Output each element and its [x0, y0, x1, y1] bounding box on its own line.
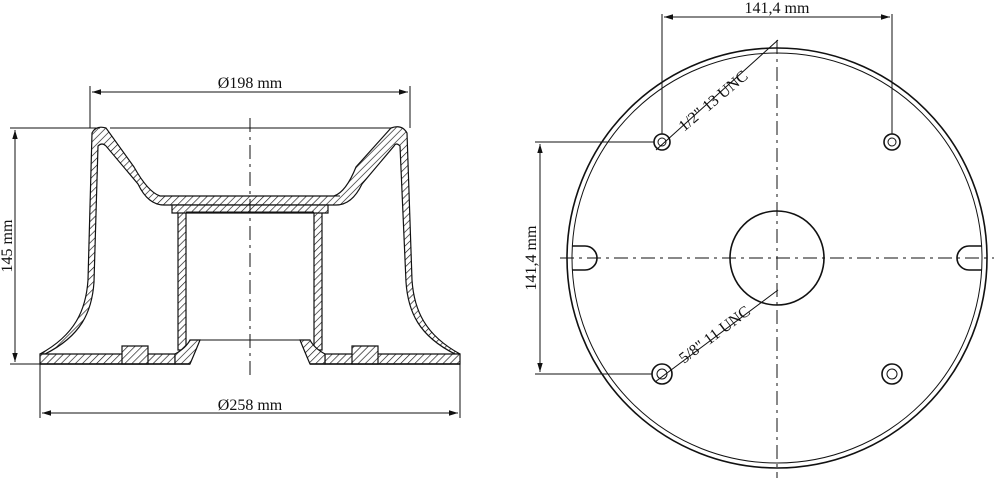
- bolt-spacing-horizontal-label: 141,4 mm: [745, 0, 810, 17]
- tube-wall-left: [177, 211, 187, 351]
- lower-thread-label: 5/8" 11 UNC: [676, 303, 753, 367]
- base-plate-right: [324, 353, 461, 365]
- tube-wall-right: [313, 211, 323, 351]
- bolt-hole-top-right: [883, 133, 901, 151]
- bolt-spacing-vertical-label: 141,4 mm: [523, 225, 540, 290]
- side-view: Ø198 mm Ø258 mm 145 mm: [0, 75, 461, 418]
- top-diameter-label: Ø198 mm: [218, 75, 283, 92]
- base-boss-right: [351, 345, 379, 365]
- bottom-diameter-label: Ø258 mm: [218, 397, 283, 414]
- upper-thread-leader: [655, 39, 779, 151]
- lower-thread-leader: [654, 289, 779, 383]
- tube-flare-right: [299, 339, 326, 365]
- bolt-hole-top-left: [653, 133, 671, 151]
- upper-thread-label: 1/2" 13 UNC: [676, 68, 752, 136]
- base-plate-left: [39, 353, 176, 365]
- height-label: 145 mm: [0, 219, 16, 272]
- top-view: 141,4 mm 141,4 mm 1/2" 13 UNC 5/8" 11 UN…: [523, 0, 994, 478]
- base-boss-left: [121, 345, 149, 365]
- bolt-hole-bottom-left: [651, 363, 673, 385]
- tube-flare-left: [174, 339, 201, 365]
- bolt-hole-bottom-right: [881, 363, 903, 385]
